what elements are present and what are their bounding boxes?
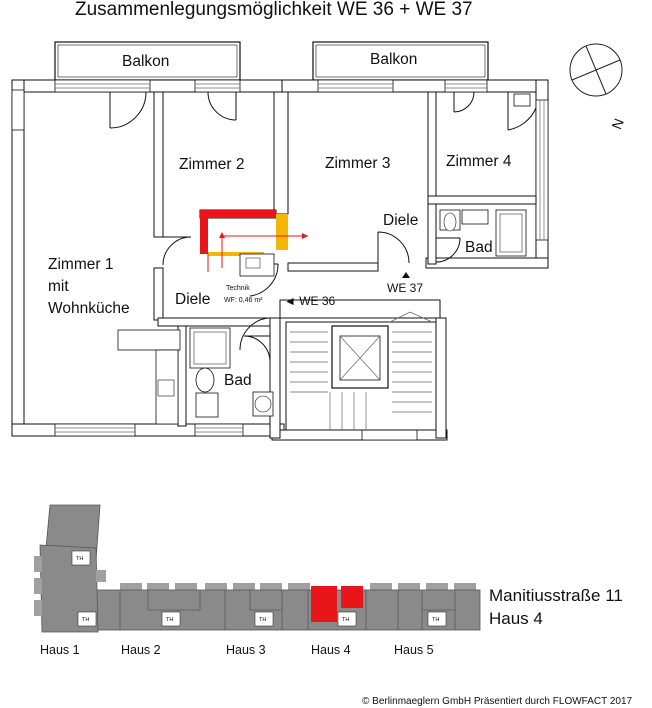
diele-left-label: Diele [175,291,210,308]
stair-label-4: TH [259,617,266,623]
unit-markers: ◄ WE 36 WE 37 [284,272,423,308]
stair-label-6: TH [432,617,439,623]
plan-title: Zusammenlegungsmöglichkeit WE 36 + WE 37 [75,0,473,20]
house-label-4: Haus 4 [311,643,351,657]
technik-label: Technik [226,285,250,292]
highlight-we36 [311,586,337,622]
address-house: Haus 4 [489,609,543,628]
bad-left-label: Bad [224,372,252,389]
zimmer4-label: Zimmer 4 [446,153,512,170]
compass-north-label: N [608,116,627,131]
technik-area-label: WF: 0,46 m² [224,297,263,304]
zimmer1-label-line2: mit [48,278,69,295]
technik-room: Technik WF: 0,46 m² [224,253,275,304]
connection-highlight [200,210,308,272]
address-street: Manitiusstraße 11 [489,586,623,605]
house-label-5: Haus 5 [394,643,434,657]
copyright-note: © Berlinmaeglern GmbH Präsentiert durch … [362,696,633,707]
unit-we37-label: WE 37 [387,281,423,295]
bathroom-fixtures-left [117,327,274,425]
house-label-2: Haus 2 [121,643,161,657]
stair-label-3: TH [166,617,173,623]
zimmer3-label: Zimmer 3 [325,155,390,172]
highlight-we37 [341,586,363,608]
stair-label-1: TH [76,556,83,562]
bathroom-fixtures-right [439,93,531,257]
diele-right-label: Diele [383,212,418,229]
stairwell [285,311,437,431]
zimmer1-label-line1: Zimmer 1 [48,256,113,273]
house-labels: Haus 1 Haus 2 Haus 3 Haus 4 Haus 5 [40,643,434,657]
compass-icon: N [569,43,627,132]
balcony-right: Balkon [312,41,489,81]
zimmer2-label: Zimmer 2 [179,156,244,173]
site-plan: TH TH TH TH TH TH [34,504,481,633]
stair-label-5: TH [342,617,349,623]
house-label-1: Haus 1 [40,643,80,657]
zimmer1-label-line3: Wohnküche [48,300,130,317]
balcony-right-label: Balkon [370,51,417,68]
interior-walls [153,91,537,439]
unit-we36-label: ◄ WE 36 [284,294,336,308]
balcony-left: Balkon [54,41,241,81]
bad-right-label: Bad [465,239,493,256]
house-label-3: Haus 3 [226,643,266,657]
stair-label-2: TH [82,617,89,623]
room-labels: Zimmer 2 Zimmer 3 Zimmer 4 Zimmer 1 mit … [48,153,512,389]
windows [11,79,549,441]
balcony-left-label: Balkon [122,53,169,70]
